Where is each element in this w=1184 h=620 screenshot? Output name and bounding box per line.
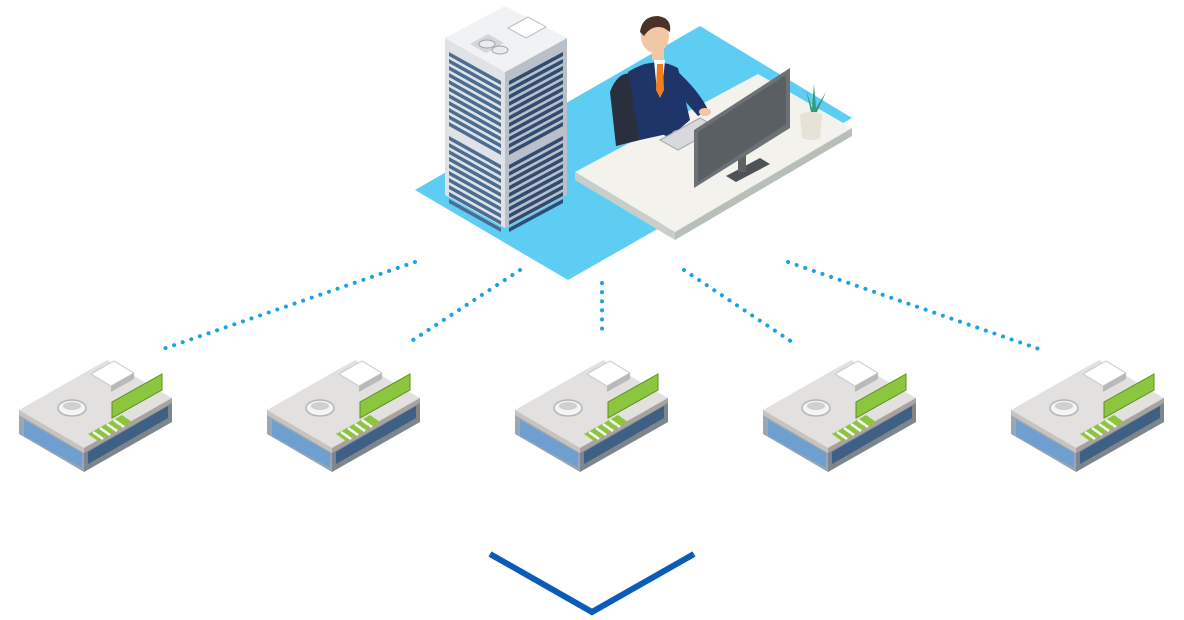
chevron-down-icon (488, 551, 696, 616)
connector-line-4 (682, 268, 794, 344)
monitor-icon (694, 68, 790, 188)
connector-line-5 (786, 260, 1044, 352)
store-building-icon (513, 358, 670, 474)
head-office-hub (415, 6, 852, 280)
connector-line-1 (158, 260, 417, 352)
office-worker-icon (628, 16, 711, 140)
connector-lines (158, 260, 1044, 352)
store-building-icon (761, 358, 918, 474)
store-building-icon (1009, 358, 1166, 474)
potted-plant-icon (800, 84, 826, 140)
connector-line-2 (408, 268, 522, 344)
store-building-icon (17, 358, 174, 474)
branch-stores (17, 358, 1166, 474)
office-tower-icon (445, 6, 567, 232)
store-building-icon (265, 358, 422, 474)
